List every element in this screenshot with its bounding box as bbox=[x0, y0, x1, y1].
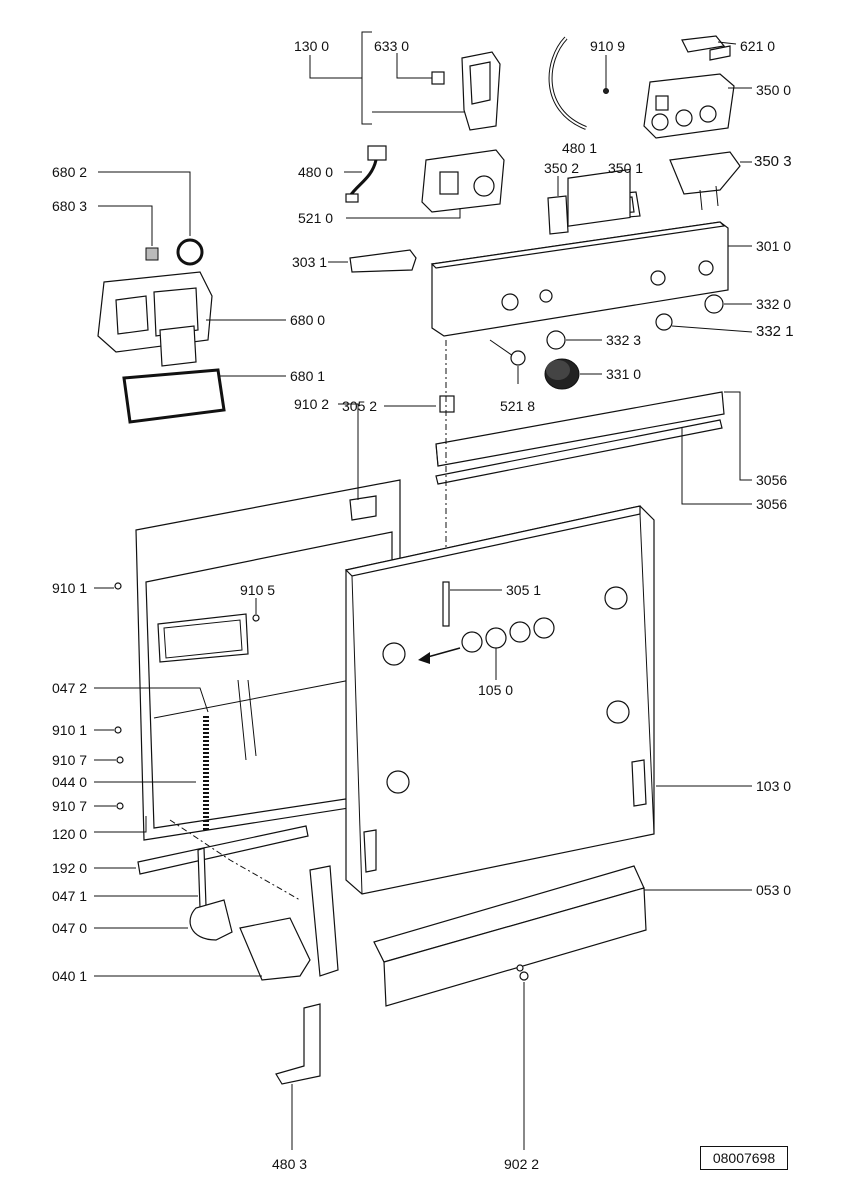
label-332-3: 332 3 bbox=[606, 332, 642, 348]
label-480-3: 480 3 bbox=[272, 1156, 308, 1172]
label-305-2: 305 2 bbox=[342, 398, 378, 414]
label-350-2: 350 2 bbox=[544, 160, 580, 176]
part-3056-profile-upper bbox=[435, 391, 752, 481]
part-633-0-hinge-bracket bbox=[396, 51, 501, 131]
label-350-0: 350 0 bbox=[756, 82, 792, 98]
label-103-0: 103 0 bbox=[756, 778, 792, 794]
part-680-1-gasket bbox=[122, 368, 286, 424]
part-521-8-sensor bbox=[489, 339, 526, 384]
part-350-3-display-bracket bbox=[669, 151, 752, 211]
label-480-1: 480 1 bbox=[562, 140, 598, 156]
label-047-1: 047 1 bbox=[52, 888, 88, 904]
part-332-0-knob bbox=[704, 294, 752, 314]
label-680-0: 680 0 bbox=[290, 312, 326, 328]
label-3056-upper: 3056 bbox=[756, 472, 788, 488]
part-680-3-cap bbox=[98, 205, 159, 261]
part-331-0-button bbox=[544, 358, 602, 390]
part-332-3-button bbox=[546, 330, 602, 350]
part-350-0-control-board bbox=[643, 73, 752, 139]
label-680-2: 680 2 bbox=[52, 164, 88, 180]
part-301-0-control-panel bbox=[430, 168, 752, 337]
part-305-1-pin bbox=[442, 581, 502, 627]
part-480-1-cable bbox=[548, 36, 587, 130]
document-number-box: 08007698 bbox=[700, 1146, 788, 1170]
label-305-1: 305 1 bbox=[506, 582, 542, 598]
label-044-0: 044 0 bbox=[52, 774, 88, 790]
label-621-0: 621 0 bbox=[740, 38, 776, 54]
part-192-0-rail bbox=[94, 825, 309, 875]
label-910-2: 910 2 bbox=[294, 396, 330, 412]
label-910-7-lower: 910 7 bbox=[52, 798, 88, 814]
label-680-1: 680 1 bbox=[290, 368, 326, 384]
label-902-2: 902 2 bbox=[504, 1156, 540, 1172]
label-332-0: 332 0 bbox=[756, 296, 792, 312]
part-521-0-electronic-module bbox=[346, 149, 505, 219]
label-301-0: 301 0 bbox=[756, 238, 792, 254]
part-910-9-screw bbox=[603, 55, 609, 94]
part-680-2-seal-ring bbox=[98, 171, 204, 266]
part-103-0-inner-door bbox=[344, 505, 752, 895]
part-305-2-clip bbox=[384, 395, 455, 413]
label-192-0: 192 0 bbox=[52, 860, 88, 876]
label-910-1-lower: 910 1 bbox=[52, 722, 88, 738]
part-105-0-button-set bbox=[418, 617, 555, 680]
part-047-hinge-assembly bbox=[94, 819, 339, 981]
label-521-0: 521 0 bbox=[298, 210, 334, 226]
label-521-8: 521 8 bbox=[500, 398, 536, 414]
label-680-3: 680 3 bbox=[52, 198, 88, 214]
label-910-1-upper: 910 1 bbox=[52, 580, 88, 596]
part-303-1-handle bbox=[328, 249, 417, 273]
part-621-0-connector bbox=[681, 35, 737, 61]
label-480-0: 480 0 bbox=[298, 164, 334, 180]
screws-910 bbox=[94, 582, 260, 810]
label-053-0: 053 0 bbox=[756, 882, 792, 898]
part-053-0-base-profile bbox=[373, 865, 752, 1007]
label-910-7-upper: 910 7 bbox=[52, 752, 88, 768]
bracket-130-0 bbox=[309, 31, 466, 125]
part-902-2-screw bbox=[519, 971, 529, 1150]
label-047-2: 047 2 bbox=[52, 680, 88, 696]
label-332-1: 332 1 bbox=[756, 323, 794, 340]
label-3056-lower: 3056 bbox=[756, 496, 788, 512]
label-910-9: 910 9 bbox=[590, 38, 626, 54]
label-331-0: 331 0 bbox=[606, 366, 642, 382]
part-3056-profile-lower bbox=[435, 419, 752, 505]
label-303-1: 303 1 bbox=[292, 254, 328, 270]
part-350-2-switch bbox=[547, 176, 569, 235]
label-105-0: 105 0 bbox=[478, 682, 514, 698]
label-910-5: 910 5 bbox=[240, 582, 276, 598]
part-044-0-spring bbox=[94, 687, 209, 830]
label-130-0: 130 0 bbox=[294, 38, 330, 54]
part-680-0-dispenser bbox=[97, 271, 286, 367]
part-332-1-knob bbox=[655, 313, 753, 333]
label-350-3: 350 3 bbox=[754, 153, 792, 170]
part-480-3-bracket bbox=[275, 1003, 321, 1150]
label-120-0: 120 0 bbox=[52, 826, 88, 842]
part-480-0-wire-harness bbox=[344, 145, 387, 203]
label-633-0: 633 0 bbox=[374, 38, 410, 54]
label-350-1: 350 1 bbox=[608, 160, 644, 176]
label-040-1: 040 1 bbox=[52, 968, 88, 984]
label-047-0: 047 0 bbox=[52, 920, 88, 936]
